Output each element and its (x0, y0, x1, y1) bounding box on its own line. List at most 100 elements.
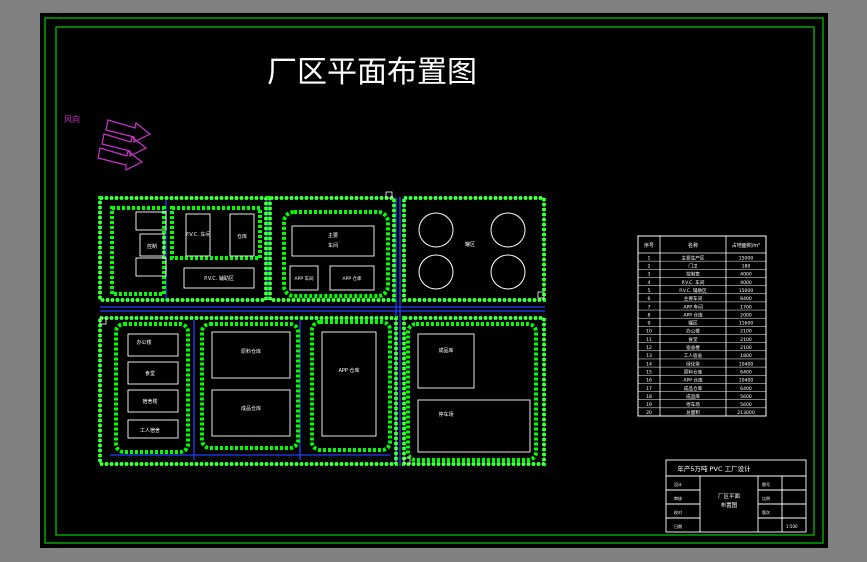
table-header-area: 占地面积/m² (732, 242, 761, 249)
label-app-storage: APP 仓库 (338, 367, 359, 374)
table-cell-name: 控制室 (686, 271, 700, 278)
table-cell-area: 5600 (740, 394, 752, 400)
label-office: 办公楼 (136, 339, 151, 346)
table-cell-no: 14 (646, 361, 652, 367)
drawing-title: 厂区平面布置图 (267, 55, 477, 90)
wind-direction-label: 风向 (64, 114, 80, 124)
outer-border (44, 17, 824, 544)
table-cell-area: 6400 (740, 386, 752, 392)
bldg-control-lower (135, 257, 167, 277)
table-cell-name: APP 仓库 (683, 377, 703, 384)
label-raw-storage: 原料仓库 (241, 348, 261, 355)
title-block-drawing-name-2: 布置图 (721, 501, 738, 509)
table-cell-no: 16 (646, 378, 652, 384)
planting-strips (99, 197, 545, 465)
table-cell-name: 总面积 (686, 409, 700, 416)
table-cell-name: 门卫 (688, 263, 698, 270)
table-cell-area: 11600 (739, 321, 754, 327)
bldg-workers (127, 419, 179, 439)
table-cell-name: 工人宿舍 (684, 352, 703, 359)
bldg-canteen (127, 361, 179, 385)
label-tank-farm: 罐区 (465, 241, 475, 248)
title-block-label-scale: 比例 (762, 495, 770, 501)
table-cell-name: 原料仓库 (684, 368, 703, 375)
title-block-label-design: 设计 (674, 481, 682, 487)
tank-farm (418, 212, 526, 290)
table-cell-area: 10400 (739, 378, 754, 384)
table-cell-area: 10400 (739, 361, 754, 367)
title-block-scale: 1:500 (786, 524, 798, 529)
label-pvc: P.V.C. 车间 (186, 231, 211, 238)
label-control: 控制 (147, 243, 157, 250)
table-cell-no: 17 (646, 386, 652, 392)
site-plan: 控制 P.V.C. 车间 仓库 P.V.C. 辅助区 主要 车间 APP 车间 … (98, 191, 546, 466)
bldg-raw-storage (211, 331, 291, 379)
table-cell-no: 10 (646, 329, 652, 335)
table-cell-name: 成品库 (686, 393, 700, 400)
table-cell-no: 3 (648, 272, 651, 278)
table-cell-area: 5600 (740, 402, 752, 408)
table-cell-no: 8 (648, 312, 651, 318)
title-block (665, 459, 807, 533)
bldg-office (127, 333, 179, 357)
table-cell-name: P.V.C. 辅助区 (679, 287, 707, 294)
table-cell-name: 办公楼 (686, 328, 700, 335)
title-block-drawing-name-1: 厂区平面 (718, 493, 741, 500)
table-cell-area: 2100 (740, 337, 752, 343)
table-cell-no: 19 (646, 402, 652, 408)
bldg-app-storage (321, 331, 377, 437)
title-block-label-version: 版次 (762, 509, 770, 515)
table-cell-name: 食堂 (688, 336, 698, 343)
table-cell-no: 7 (648, 304, 651, 310)
table-cell-name: APP 仓库 (683, 311, 703, 318)
label-finished-goods: 成品库 (438, 347, 453, 354)
table-cell-no: 2 (648, 264, 651, 270)
bldg-parking (417, 399, 531, 453)
table-cell-no: 6 (648, 296, 651, 302)
label-main-workshop-1: 主要 (328, 232, 338, 239)
table-cell-area: 4000 (740, 272, 752, 278)
label-warehouse: 仓库 (237, 233, 247, 240)
table-cell-no: 18 (646, 394, 652, 400)
bldg-app-left (289, 265, 319, 291)
table-cell-area: 2000 (740, 312, 752, 318)
table-cell-area: 213000 (737, 410, 755, 416)
title-block-project: 年产5万吨 PVC 工厂设计 (677, 464, 751, 473)
table-cell-no: 11 (646, 337, 652, 343)
table-cell-area: 2100 (740, 345, 752, 351)
table-cell-no: 20 (646, 410, 652, 416)
label-main-workshop-2: 车间 (328, 242, 338, 249)
bldg-pvc (185, 213, 211, 257)
table-cell-area: 6400 (740, 369, 752, 375)
wind-arrow-icon (97, 119, 152, 171)
table-cell-no: 1 (648, 255, 651, 261)
table-cell-name: 罐区 (688, 320, 698, 327)
table-cell-area: 180 (742, 264, 751, 270)
table-cell-name: 成品仓库 (684, 385, 703, 392)
label-canteen: 食堂 (145, 370, 155, 377)
table-cell-name: 宿舍楼 (686, 344, 700, 351)
table-cell-name: 停车场 (686, 401, 700, 408)
bldg-dorm (127, 389, 179, 413)
table-cell-area: 1700 (740, 304, 752, 310)
table-cell-area: 4000 (740, 280, 752, 286)
table-header-no: 序号 (644, 242, 654, 249)
table-cell-name: P.V.C. 车间 (682, 279, 705, 286)
table-cell-name: 绿化带 (686, 360, 700, 367)
table-cell-no: 15 (646, 369, 652, 375)
table-cell-name: 主要生产区 (682, 254, 705, 261)
bldg-finished-goods (417, 333, 475, 389)
label-product-storage: 成品仓库 (241, 405, 261, 412)
table-cell-area: 8400 (740, 296, 752, 302)
table-cell-name: APP 车间 (683, 303, 703, 310)
bldg-other-workshop (183, 267, 255, 289)
label-other-workshop: P.V.C. 辅助区 (204, 275, 234, 282)
table-cell-area: 15000 (739, 288, 754, 294)
bldg-warehouse (229, 213, 255, 257)
label-app-right: APP 仓库 (343, 275, 362, 282)
title-block-label-drawing-no: 图号 (762, 481, 770, 487)
inner-border (55, 26, 815, 536)
table-cell-no: 4 (648, 280, 651, 286)
